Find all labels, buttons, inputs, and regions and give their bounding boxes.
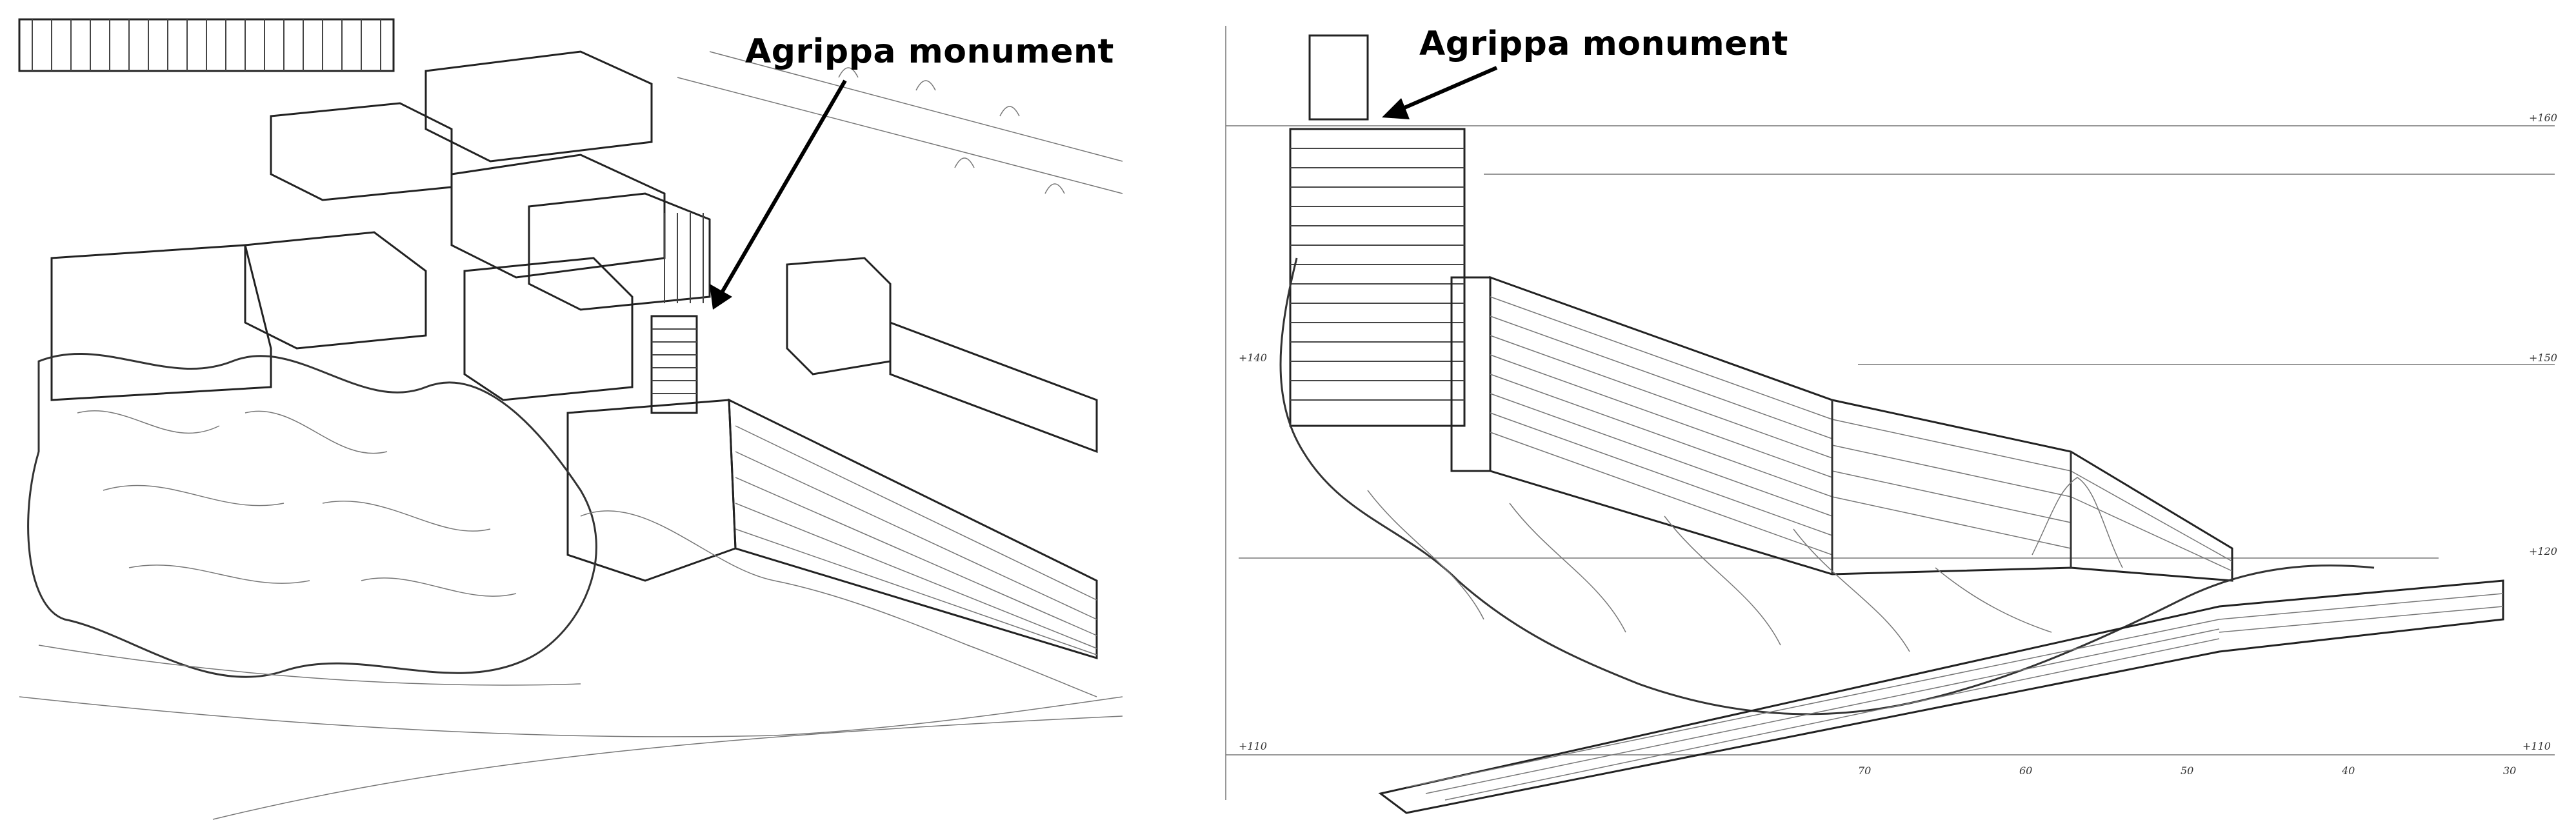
level-label-160: +160 bbox=[2529, 112, 2557, 124]
parthenon-colonnade bbox=[18, 18, 395, 72]
lower-road bbox=[19, 645, 1123, 820]
left-panel-aerial-drawing: Agrippa monument bbox=[0, 0, 1135, 840]
left-pointer-arrow bbox=[710, 79, 847, 310]
left-agrippa-pedestal bbox=[650, 315, 698, 414]
right-agrippa-caption: Agrippa monument bbox=[1419, 25, 1788, 63]
scale-tick-40: 40 bbox=[2341, 765, 2355, 777]
scale-ticks: 70 60 50 40 30 bbox=[1858, 765, 2516, 777]
right-pointer-arrow bbox=[1382, 66, 1498, 119]
left-agrippa-caption: Agrippa monument bbox=[745, 32, 1114, 71]
scale-tick-70: 70 bbox=[1858, 765, 1871, 777]
scale-tick-60: 60 bbox=[2019, 765, 2032, 777]
level-lines bbox=[1225, 26, 2555, 800]
elevation-sketch-illustration: +160 +150 +140 +120 +110 +110 70 60 50 4… bbox=[1225, 26, 2557, 814]
level-label-140: +140 bbox=[1239, 352, 1267, 364]
level-label-110-left: +110 bbox=[1239, 740, 1267, 752]
scale-tick-30: 30 bbox=[2503, 765, 2516, 777]
rock-profile bbox=[1279, 257, 2375, 715]
bastion-walls bbox=[50, 244, 1098, 660]
level-label-150: +150 bbox=[2529, 352, 2557, 364]
level-label-110-right: +110 bbox=[2522, 740, 2551, 752]
level-label-120: +120 bbox=[2529, 545, 2557, 557]
ramp-steps bbox=[1378, 579, 2504, 814]
propylaia-buildings bbox=[244, 50, 892, 401]
background-trees bbox=[677, 51, 1123, 194]
scale-tick-50: 50 bbox=[2181, 765, 2193, 777]
rocky-outcrop bbox=[27, 352, 1097, 697]
aerial-sketch-illustration bbox=[18, 18, 1123, 820]
level-labels: +160 +150 +140 +120 +110 +110 bbox=[1239, 112, 2557, 752]
right-panel-elevation-drawing: +160 +150 +140 +120 +110 +110 70 60 50 4… bbox=[1213, 0, 2576, 840]
sloping-retaining-wall bbox=[1489, 275, 2233, 582]
right-agrippa-pedestal bbox=[1289, 34, 1492, 472]
